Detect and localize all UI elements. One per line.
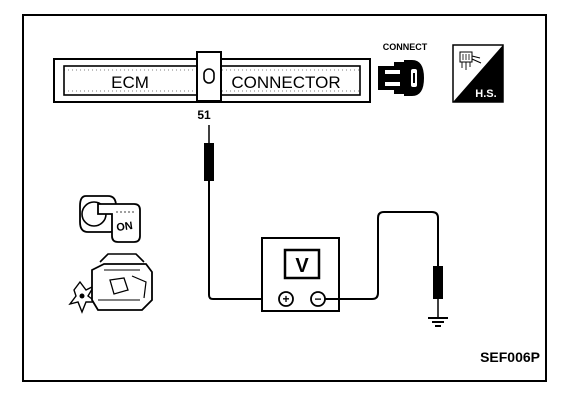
ground-symbol-icon bbox=[428, 317, 448, 327]
pin-number-label: 51 bbox=[197, 108, 211, 122]
voltmeter-display-label: V bbox=[295, 255, 309, 277]
voltmeter-negative-symbol: − bbox=[314, 292, 321, 306]
voltmeter-positive-terminal bbox=[278, 291, 294, 307]
negative-probe-tip bbox=[433, 266, 443, 299]
figure-code: SEF006P bbox=[480, 349, 540, 365]
connector-name-label: CONNECTOR bbox=[231, 73, 340, 92]
harness-connector-icon bbox=[459, 51, 482, 70]
harness-badge: H.S. bbox=[452, 44, 504, 103]
diagram-frame bbox=[22, 14, 547, 382]
connector-ecm-label: ECM bbox=[111, 73, 149, 92]
voltmeter-display bbox=[283, 248, 321, 280]
connector-pin-slot bbox=[203, 68, 215, 84]
positive-probe-tip bbox=[204, 143, 214, 181]
ecm-connector: ECM CONNECTOR bbox=[53, 51, 371, 103]
connect-caption: CONNECT bbox=[383, 42, 428, 52]
engine-icon bbox=[68, 253, 153, 314]
voltmeter: V + − bbox=[261, 237, 340, 312]
ignition-on-label: ON bbox=[116, 220, 134, 234]
connector-plug-icon bbox=[378, 60, 424, 96]
harness-badge-label: H.S. bbox=[475, 88, 496, 100]
ignition-key-icon: ON bbox=[79, 195, 141, 243]
negative-probe-lead bbox=[325, 211, 443, 318]
voltmeter-positive-symbol: + bbox=[282, 292, 289, 306]
connect-icon-group: CONNECT bbox=[378, 42, 428, 96]
positive-probe-lead bbox=[204, 125, 277, 300]
